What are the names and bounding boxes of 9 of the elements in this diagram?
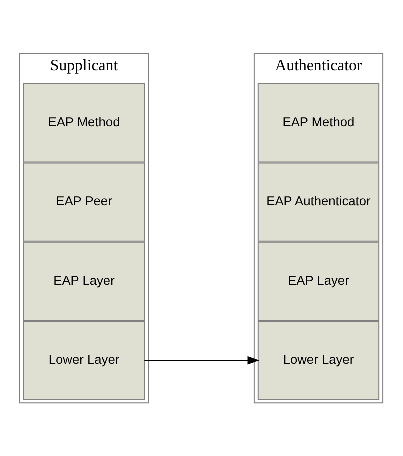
node-box: EAP Peer xyxy=(23,162,146,242)
node-box: EAP Layer xyxy=(258,241,380,320)
node-box: Lower Layer xyxy=(258,320,380,400)
node-box: EAP Authenticator xyxy=(258,162,380,242)
node-box: EAP Method xyxy=(23,83,146,162)
node-box: EAP Method xyxy=(258,83,380,162)
node-box: EAP Layer xyxy=(23,241,146,320)
arrow xyxy=(144,356,260,364)
node-box: Lower Layer xyxy=(23,320,146,400)
